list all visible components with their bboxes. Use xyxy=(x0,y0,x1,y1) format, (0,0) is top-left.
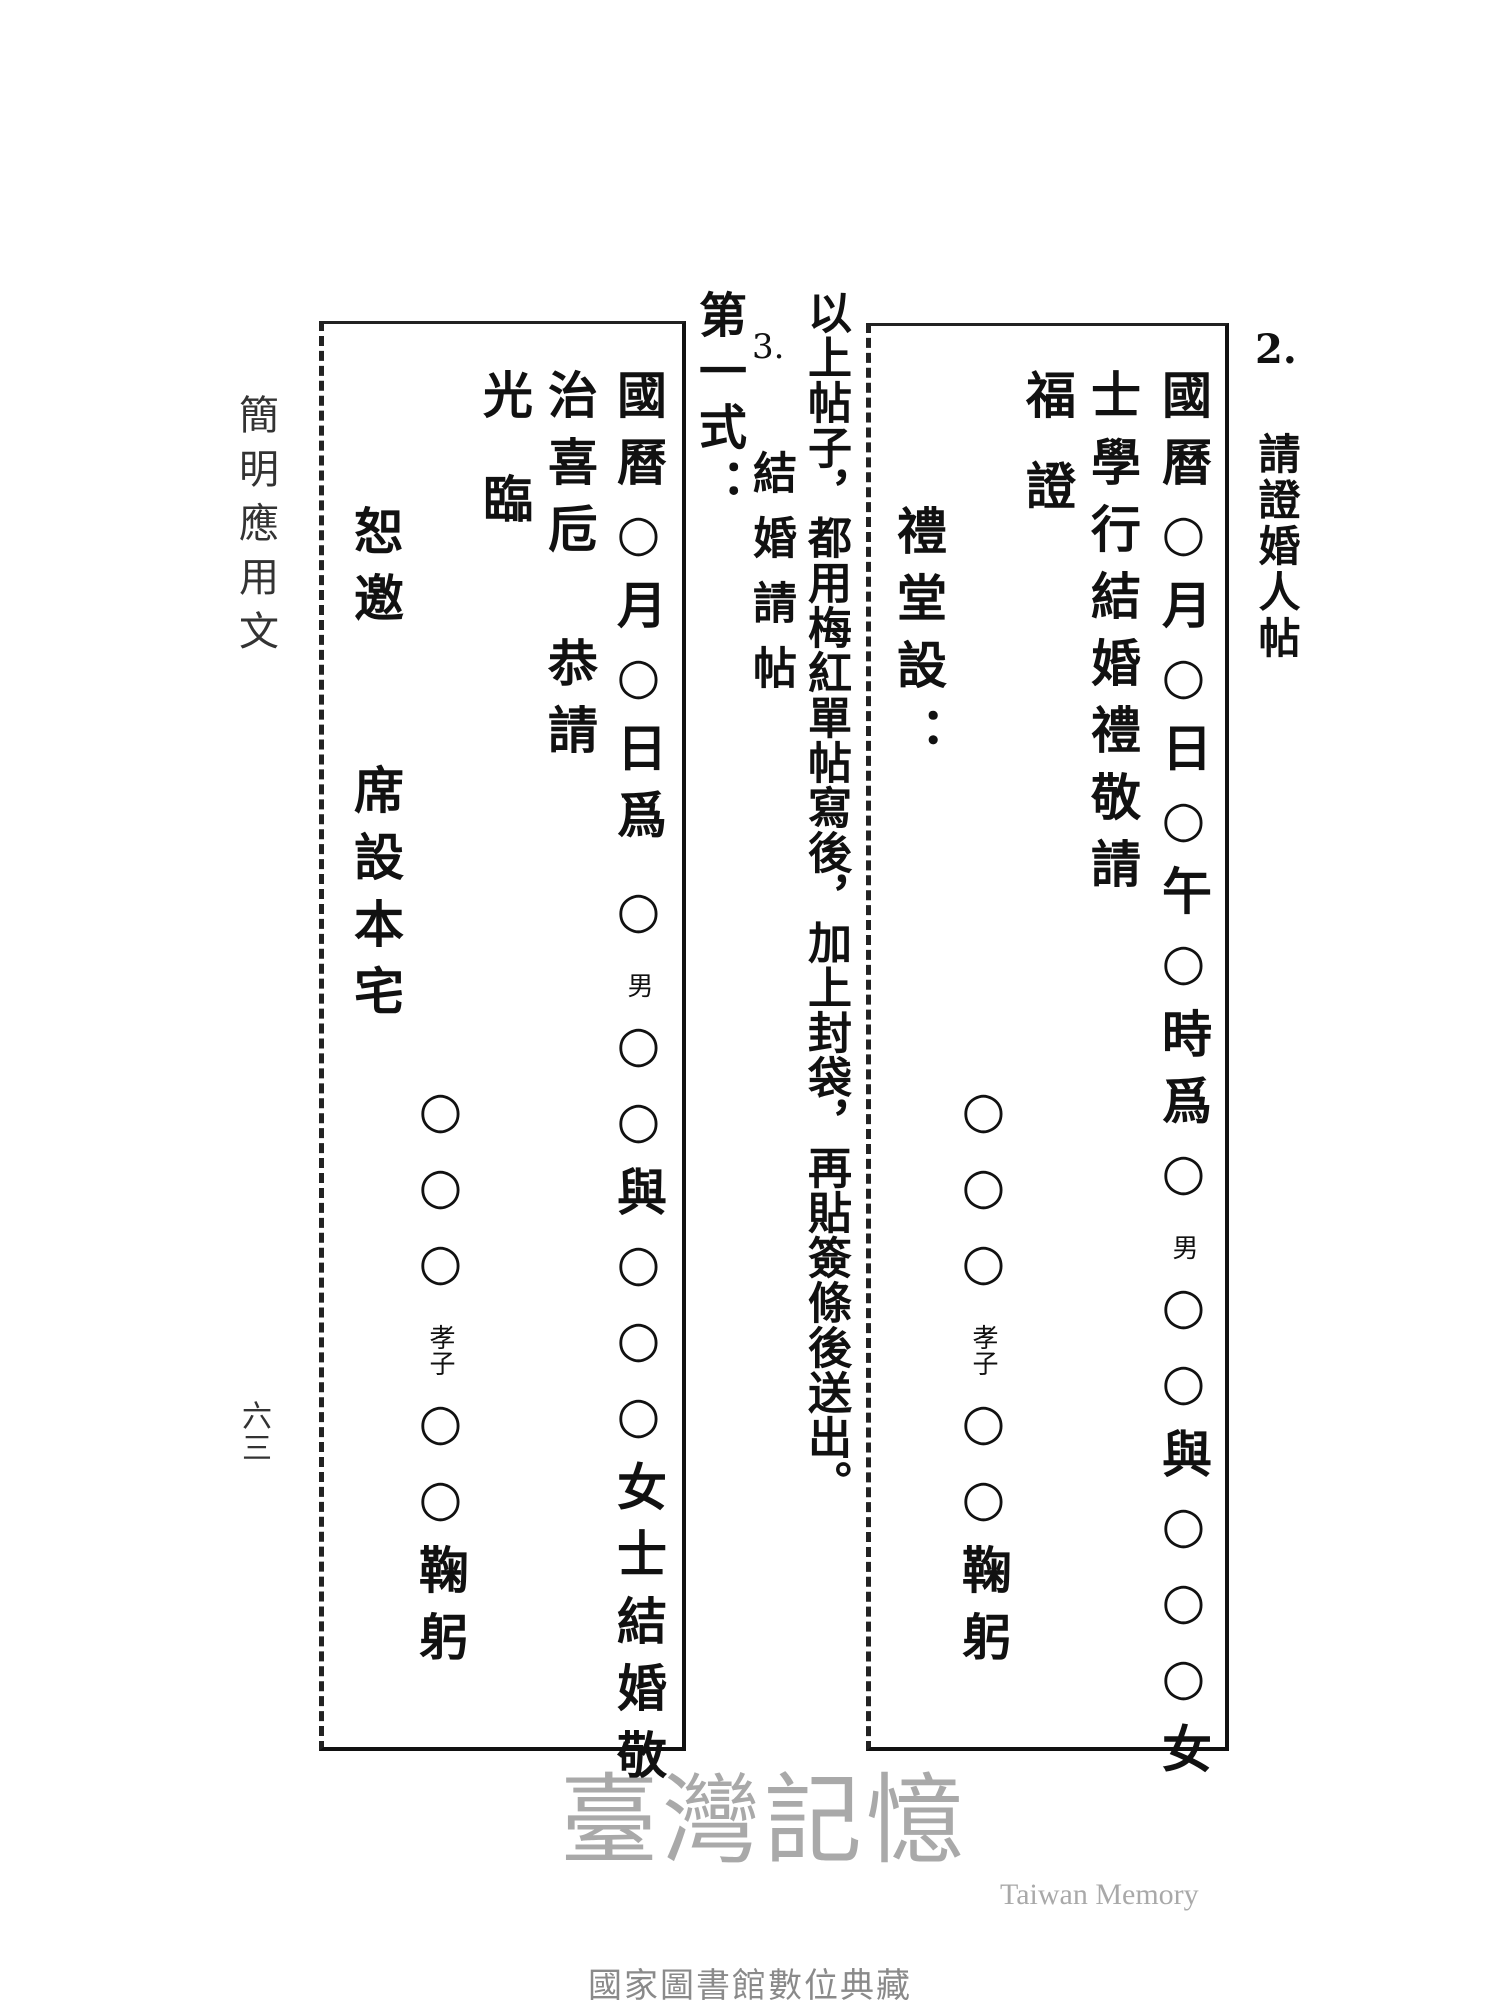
card2-line-1a: 國曆○月○日○午○時爲○ xyxy=(1154,369,1213,1218)
card2-sign-b: ○○鞠躬 xyxy=(954,1392,1013,1678)
page-number: 六三 xyxy=(236,1400,271,1464)
card2-line-3: 福證 xyxy=(1018,369,1077,551)
card2-groom-label: 男 xyxy=(1168,1234,1198,1260)
note-text: 以上帖子，都用梅紅單帖寫後，加上封袋，再貼簽條後送出。 xyxy=(800,290,851,1505)
card2-line-1: 國曆○月○日○午○時爲○ 男 ○○與○○○女 xyxy=(1154,369,1213,1790)
form-label: 第一式： xyxy=(690,290,746,514)
book-title-margin: 簡明應用文 xyxy=(232,394,278,664)
card3-line-1: 國曆○月○日爲 ○ 男 ○○與○○○女士結婚敬 xyxy=(609,369,668,1796)
card3-line-1a: 國曆○月○日爲 xyxy=(609,369,668,856)
card-wedding-invitation xyxy=(319,321,686,1751)
card3-signature: ○○○ 孝子 ○○鞠躬 xyxy=(411,1080,470,1678)
section-2-number: 2. xyxy=(1255,326,1297,373)
card2-sign-a: ○○○ xyxy=(954,1080,1013,1308)
card2-line-2: 士學行結婚禮敬請 xyxy=(1083,369,1142,905)
card2-sign-filial: 孝子 xyxy=(968,1324,998,1376)
card3-sign-filial: 孝子 xyxy=(425,1324,455,1376)
watermark-latin: Taiwan Memory xyxy=(1000,1878,1199,1911)
card3-groom-label: 男 xyxy=(623,972,653,998)
card-invite-officiant xyxy=(866,323,1229,1751)
section-2-title: 請證婚人帖 xyxy=(1252,432,1301,662)
card3-line-1b: ○ xyxy=(609,880,668,956)
card3-line-3: 光臨 xyxy=(475,369,534,577)
card2-line-1b: ○○與○○○女 xyxy=(1154,1276,1213,1790)
card3-line-4b: 席設本宅 xyxy=(346,764,405,1032)
section-3-title: 結婚請帖 xyxy=(745,450,796,710)
footer-credit: 國家圖書館數位典藏 xyxy=(588,1966,912,2006)
card2-signature: ○○○ 孝子 ○○鞠躬 xyxy=(954,1080,1013,1678)
card2-line-4: 禮堂設： xyxy=(889,505,948,773)
card3-sign-a: ○○○ xyxy=(411,1080,470,1308)
card3-line-4a: 恕邀 xyxy=(346,505,405,639)
card3-line-1c: ○○與○○○女士結婚敬 xyxy=(609,1014,668,1796)
card3-line-2: 治喜卮 恭請 xyxy=(540,369,599,771)
section-3-number: 3. xyxy=(752,327,785,367)
card3-sign-b: ○○鞠躬 xyxy=(411,1392,470,1678)
